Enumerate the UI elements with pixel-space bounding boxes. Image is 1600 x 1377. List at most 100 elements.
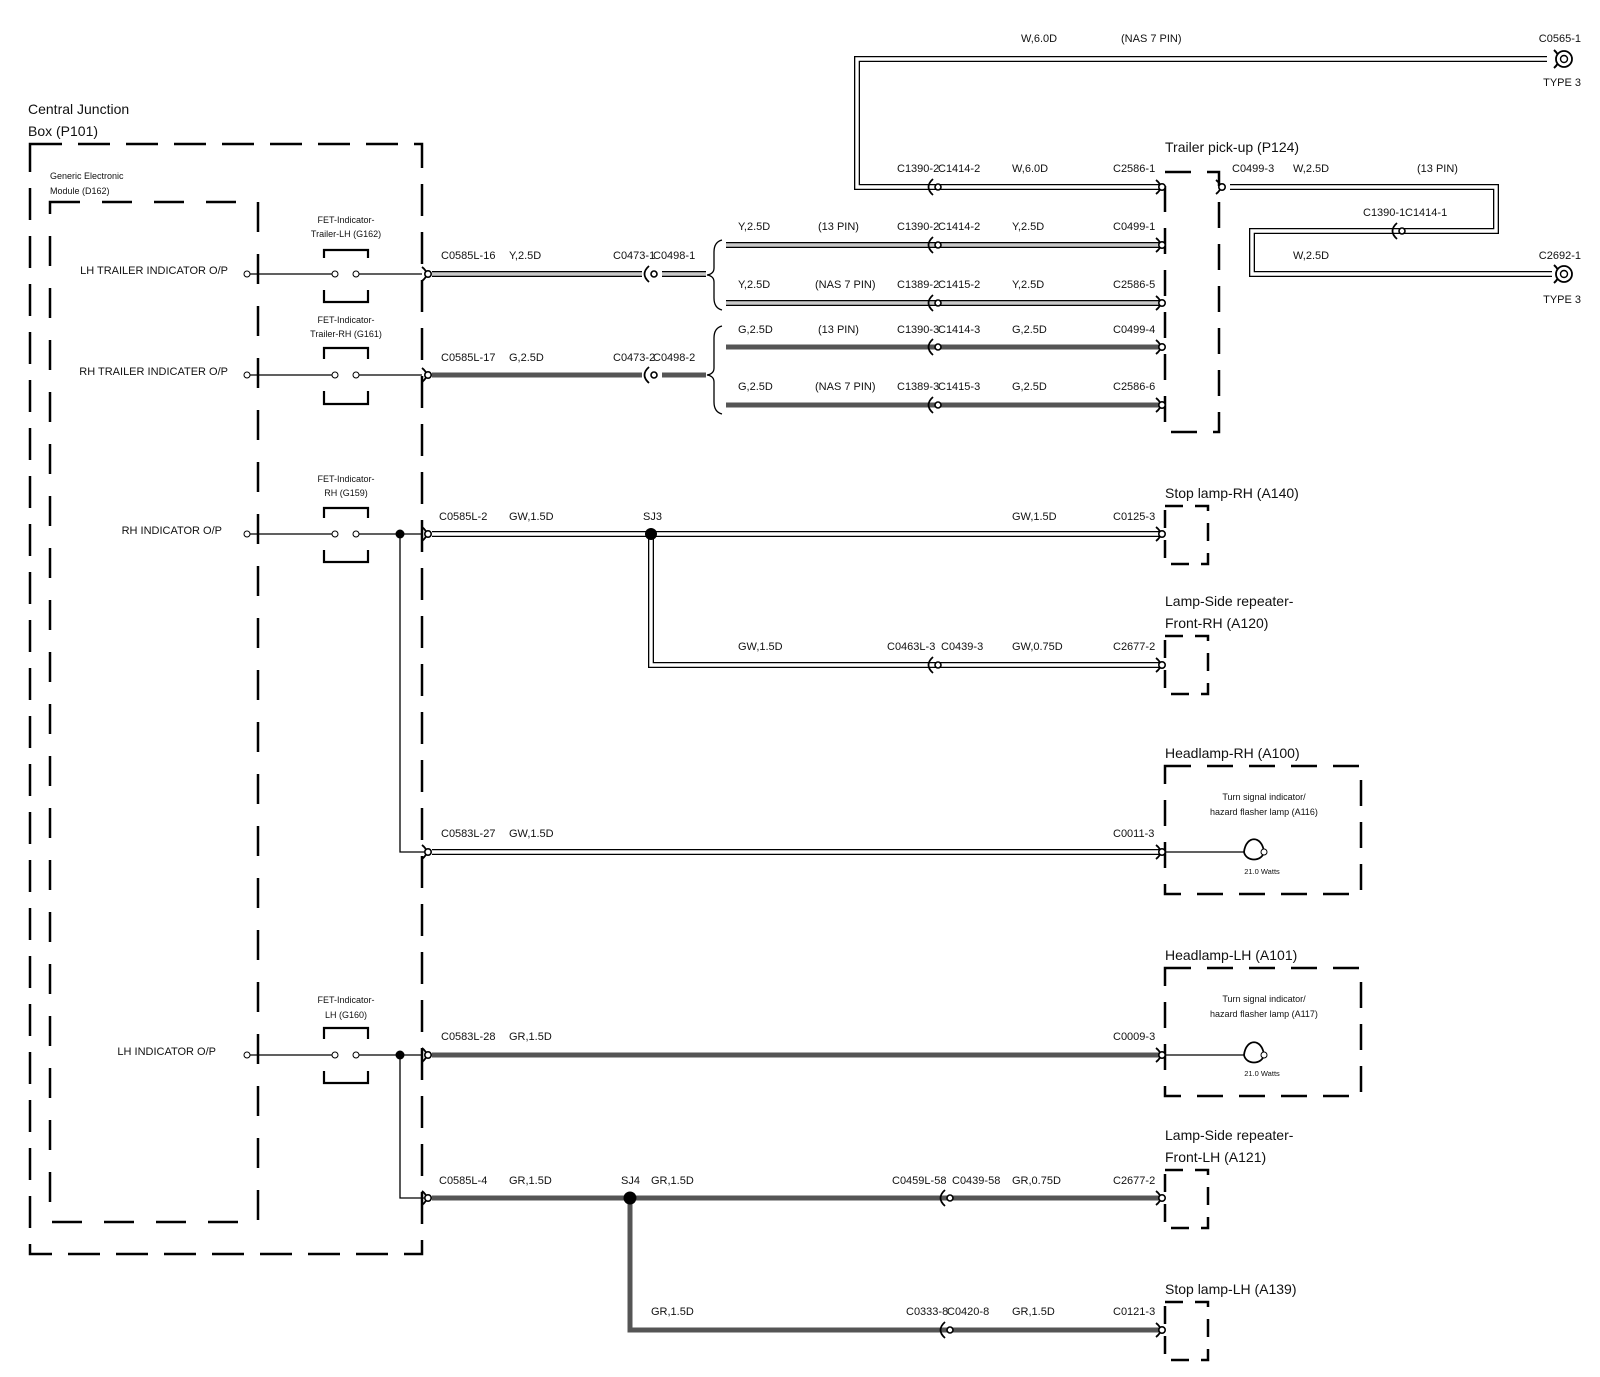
bulb-a116-label-2: hazard flasher lamp (A116) <box>1210 807 1318 817</box>
wire-label: GW,1.5D <box>509 511 554 523</box>
connector-label: C0121-3 <box>1113 1306 1155 1318</box>
connector-c0585 <box>421 844 432 860</box>
wire-label: W,2.5D <box>1293 163 1329 175</box>
wire-label: Y,2.5D <box>509 250 541 262</box>
fet-g162-label-2: Trailer-LH (G162) <box>311 229 381 239</box>
splice-sj3 <box>645 528 657 540</box>
connector-inline <box>927 396 942 414</box>
connector-inline <box>939 1189 954 1207</box>
central-box-title-1: Central Junction <box>28 101 129 117</box>
stop-lamp-lh-outline <box>1163 1300 1210 1362</box>
connector-component <box>1155 179 1167 195</box>
central-junction-box-outline <box>28 142 424 1256</box>
trailer-pickup-title: Trailer pick-up (P124) <box>1165 139 1299 155</box>
wire-label: GR,1.5D <box>509 1031 552 1043</box>
fet-g160-label-1: FET-Indicator- <box>317 995 374 1005</box>
wire-label: (13 PIN) <box>1417 163 1458 175</box>
wire-label: (NAS 7 PIN) <box>815 381 876 393</box>
connector-label: C1390-1 <box>1363 207 1405 219</box>
connector-component <box>1155 526 1167 542</box>
bulb-a116-label-1: Turn signal indicator/ <box>1222 792 1306 802</box>
fet-g161-label-2: Trailer-RH (G161) <box>310 329 382 339</box>
wire-label: G,2.5D <box>1012 381 1047 393</box>
output-lh-indicator: LH INDICATOR O/P <box>117 1046 216 1058</box>
wire-label: (NAS 7 PIN) <box>1121 33 1182 45</box>
connector-label: C0473-1 <box>613 250 655 262</box>
wire-label: GW,1.5D <box>509 828 554 840</box>
gem-title-2: Module (D162) <box>50 186 110 196</box>
stop-lamp-rh-title: Stop lamp-RH (A140) <box>1165 485 1299 501</box>
connector-label: C1415-2 <box>938 279 980 291</box>
wire-label: W,2.5D <box>1293 250 1329 262</box>
connector-label: C0585L-16 <box>441 250 495 262</box>
connector-component <box>1155 237 1167 253</box>
connector-label: C0011-3 <box>1113 828 1154 840</box>
connector-inline <box>643 366 658 384</box>
connector-c0585 <box>421 526 432 542</box>
wire-w25-loop-a <box>1230 185 1498 233</box>
connector-c0585 <box>421 1190 432 1206</box>
splice-label: SJ4 <box>621 1175 640 1187</box>
output-lh-trailer: LH TRAILER INDICATOR O/P <box>80 265 228 277</box>
wire-label: GR,1.5D <box>651 1175 694 1187</box>
gem-internal-wiring <box>243 270 424 1199</box>
titles: Central Junction Box (P101) Generic Elec… <box>28 77 1581 1297</box>
wire-label: GW,1.5D <box>738 641 783 653</box>
fet-g159-switch <box>322 506 370 564</box>
connector-label: C2586-6 <box>1113 381 1155 393</box>
connector-label: C2677-2 <box>1113 1175 1155 1187</box>
connector-component <box>1155 339 1167 355</box>
stop-lamp-lh-title: Stop lamp-LH (A139) <box>1165 1281 1297 1297</box>
type3-mid-label: TYPE 3 <box>1543 294 1581 306</box>
connector-c0585 <box>421 1047 432 1063</box>
connector-c0499-3 <box>1215 179 1227 195</box>
bulb-a117 <box>1165 1041 1268 1064</box>
fet-g159-label-1: FET-Indicator- <box>317 474 374 484</box>
wire-label: GR,0.75D <box>1012 1175 1061 1187</box>
output-rh-indicator: RH INDICATOR O/P <box>122 525 222 537</box>
wire-label: (NAS 7 PIN) <box>815 279 876 291</box>
connector-label: C0498-1 <box>653 250 695 262</box>
connector-component <box>1155 844 1167 860</box>
connector-inline <box>643 265 658 283</box>
connector-label: C0499-4 <box>1113 324 1155 336</box>
connector-inline <box>927 236 942 254</box>
repeater-lh-outline <box>1163 1168 1210 1230</box>
connector-inline <box>1391 222 1406 240</box>
connector-inline <box>927 338 942 356</box>
headlamp-rh-title: Headlamp-RH (A100) <box>1165 745 1300 761</box>
fet-g160-label-2: LH (G160) <box>325 1010 367 1020</box>
output-rh-trailer: RH TRAILER INDICATER O/P <box>79 366 228 378</box>
wire-label: G,2.5D <box>738 324 773 336</box>
repeater-rh-title-2: Front-RH (A120) <box>1165 615 1268 631</box>
fet-g161-switch <box>322 346 370 406</box>
wire-gr-stop-lh <box>627 1198 1162 1333</box>
connector-label: C0583L-28 <box>441 1031 495 1043</box>
connector-c2692-type3 <box>1553 264 1573 284</box>
fet-switches <box>322 248 370 1085</box>
connector-label: C1414-2 <box>938 163 980 175</box>
connector-label: C1390-2 <box>897 163 939 175</box>
connector-label: C0565-1 <box>1539 33 1581 45</box>
wire-label: Y,2.5D <box>738 221 770 233</box>
connector-label: C0585L-17 <box>441 352 495 364</box>
connector-c0585 <box>421 367 432 383</box>
wire-label: Y,2.5D <box>1012 279 1044 291</box>
connector-label: C2586-5 <box>1113 279 1155 291</box>
wire-w6-loop <box>855 57 1547 189</box>
headlamp-lh-title: Headlamp-LH (A101) <box>1165 947 1297 963</box>
wire-labels: W,6.0D (NAS 7 PIN) C0565-1 C1390-2 C1414… <box>439 33 1581 1318</box>
wire-label: GW,1.5D <box>1012 511 1057 523</box>
connector-c0565-type3 <box>1553 49 1573 69</box>
splice-sj4 <box>623 1191 637 1205</box>
bulb-a117-label-2: hazard flasher lamp (A117) <box>1210 1009 1318 1019</box>
wire-label: G,2.5D <box>509 352 544 364</box>
connector-label: C2586-1 <box>1113 163 1155 175</box>
fet-g161-label-1: FET-Indicator- <box>317 315 374 325</box>
fet-g159-label-2: RH (G159) <box>324 488 368 498</box>
wire-label: GR,1.5D <box>1012 1306 1055 1318</box>
connector-inline <box>927 294 942 312</box>
connector-label: C1389-2 <box>897 279 939 291</box>
connector-label: C0473-2 <box>613 352 655 364</box>
